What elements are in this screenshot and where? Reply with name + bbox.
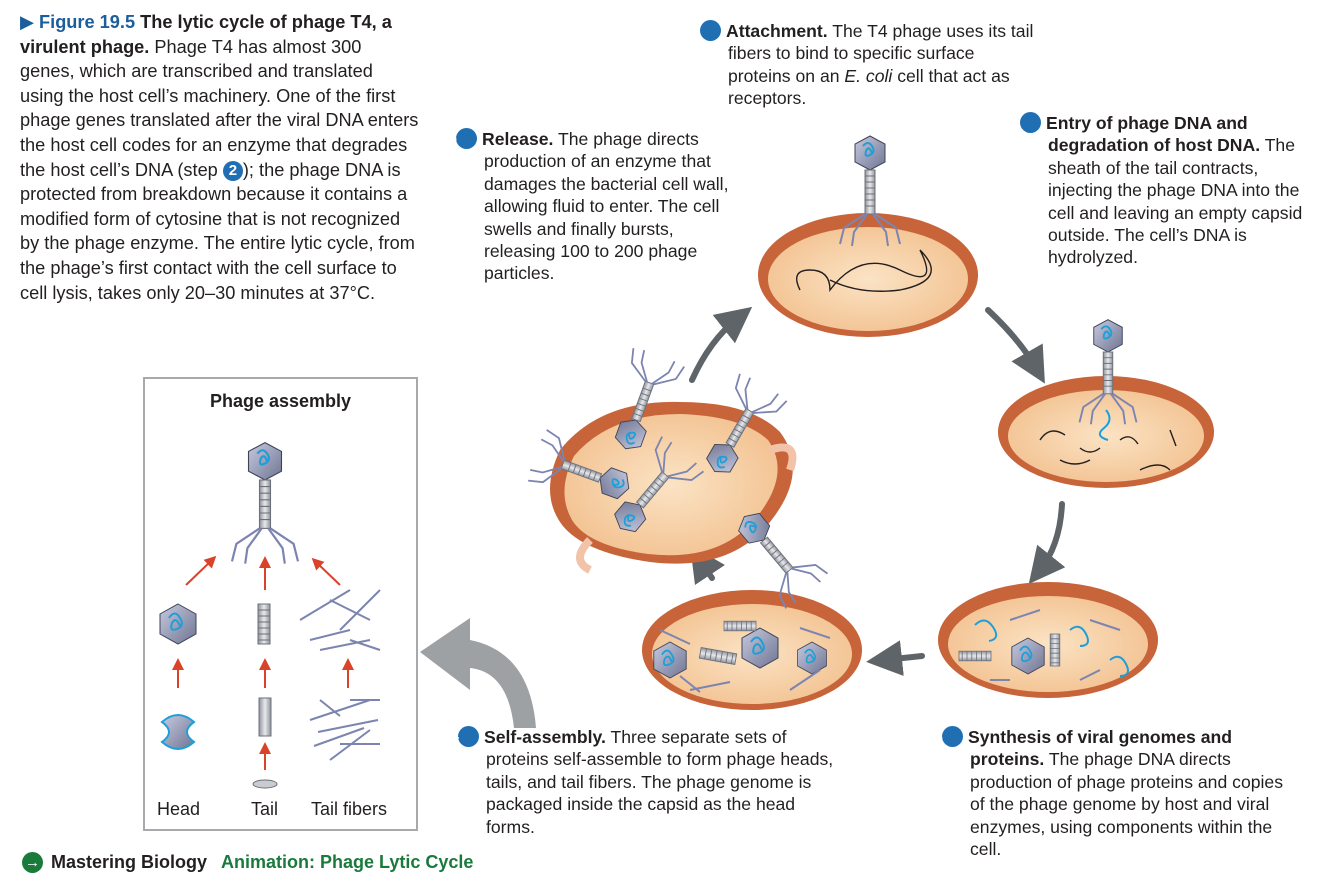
animation-link[interactable]: Animation: Phage Lytic Cycle [221,852,474,872]
label-tail: Tail [251,799,279,819]
step-body: Three separate sets of proteins self-ass… [486,727,834,837]
phage-assembly-box: Phage assembly Head Tail Tail fibers [143,377,418,831]
step-number-badge: 3 [934,726,963,747]
figure-text-b: ); the phage DNA is protected from break… [20,159,415,303]
phage-assembly-diagram [159,441,381,789]
figure-label: ▶ Figure 19.5 [20,12,136,32]
step-body: The sheath of the tail contracts, inject… [1048,135,1303,268]
step-body: The phage directs production of an enzym… [484,129,729,284]
figure-text-a: Phage T4 has almost 300 genes, which are… [20,36,419,180]
cell-self-assembly [642,590,862,710]
brand-name: Mastering Biology [51,852,208,872]
step-number-badge: 2 [1012,112,1041,133]
step-number-badge: 4 [450,726,479,747]
figure-caption: ▶ Figure 19.5 The lytic cycle of phage T… [20,10,420,305]
assembly-title: Phage assembly [209,391,352,411]
step-body: The phage DNA directs production of phag… [970,749,1284,860]
step-title: Synthesis of viral genomes and proteins. [968,727,1232,770]
step-title: Self-assembly. [484,727,606,747]
step-number-badge: 5 [448,128,477,149]
label-head: Head [157,799,201,819]
step-ref-badge: 2 [222,160,243,181]
step-number-badge: 1 [692,20,721,41]
step-body: The T4 phage uses its tail fibers to bin… [728,21,1034,86]
assembly-arrow [420,618,536,728]
figure-title: The lytic cycle of phage T4, a virulent … [20,12,392,57]
arrow-circle-icon[interactable]: → [22,852,43,873]
cell-synthesis [938,582,1158,698]
cell-attachment [758,135,978,337]
step-body-end: cell that act as receptors. [728,65,1010,109]
cell-entry [998,318,1214,488]
cell-release [525,345,830,611]
step-title: Attachment. [726,21,828,41]
cycle-arrows [689,306,1066,677]
step-title: Entry of phage DNA and degradation of ho… [1046,113,1261,156]
label-tail-fibers: Tail fibers [311,799,388,819]
step-italic: E. coli [844,65,893,86]
step-title: Release. [482,129,554,149]
footer: → Mastering Biology Animation: Phage Lyt… [22,852,473,873]
